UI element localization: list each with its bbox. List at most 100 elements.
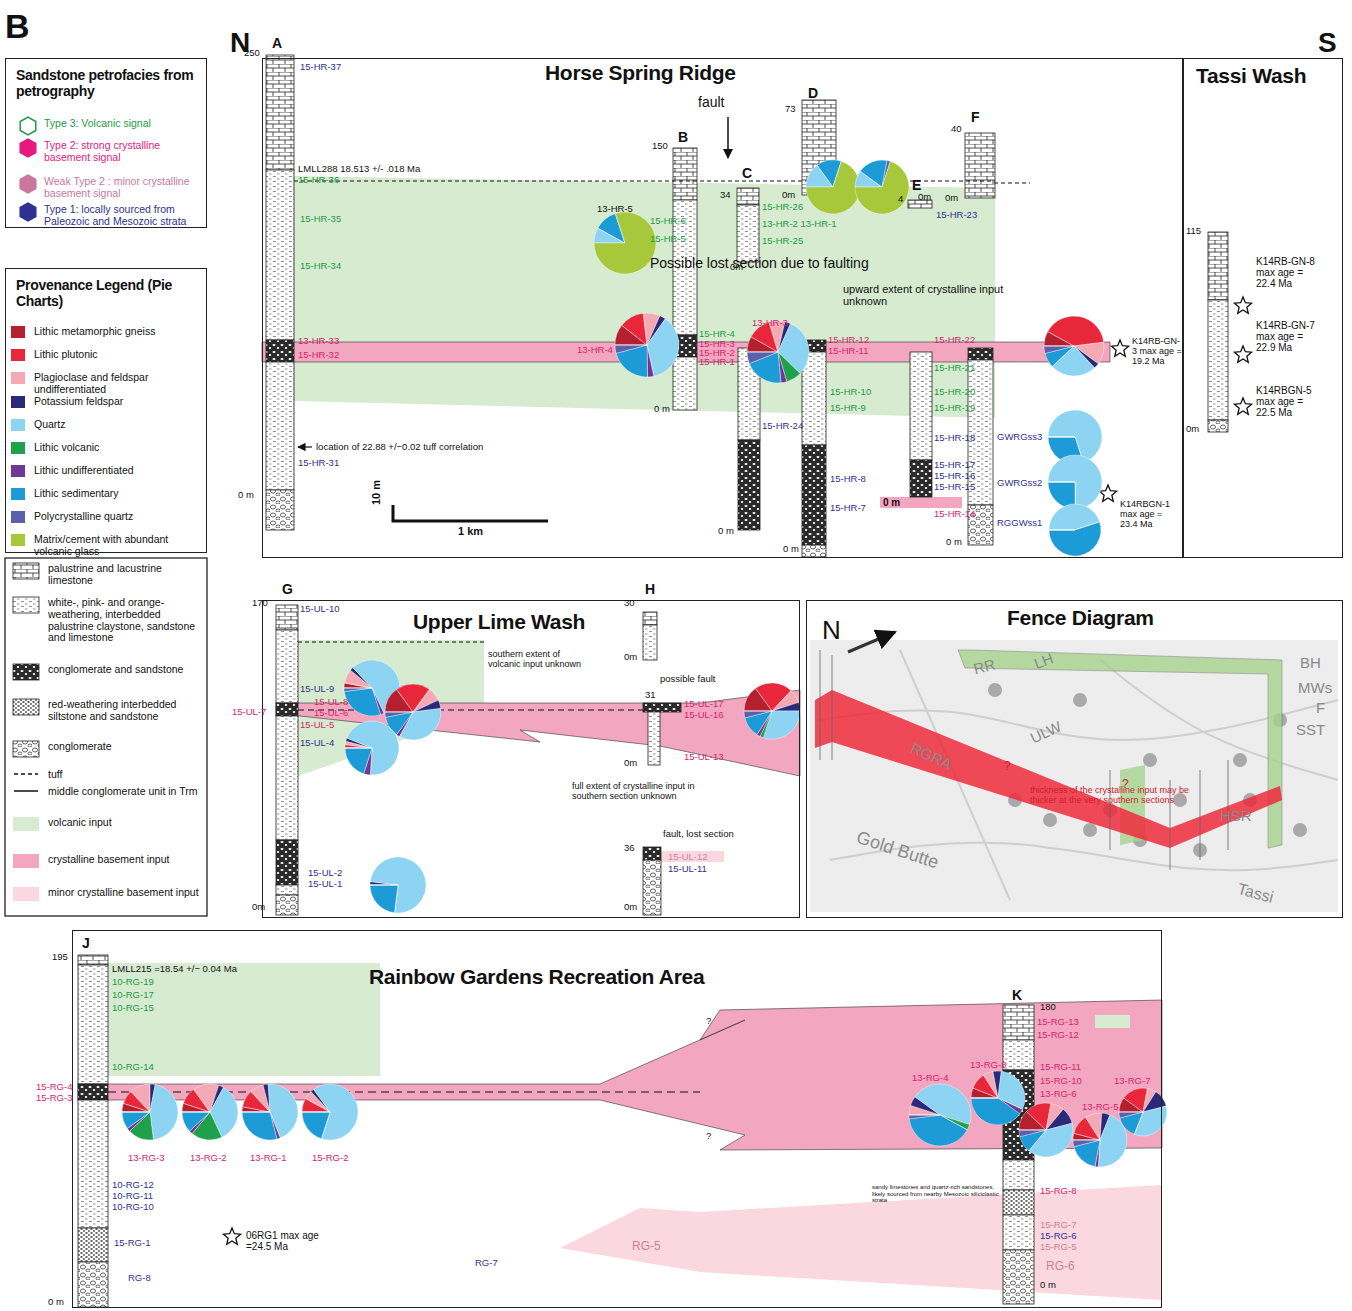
- label: 15-HR-25: [762, 236, 803, 246]
- strat-column: [276, 885, 298, 895]
- pie-slice: [1048, 437, 1075, 438]
- label: LMLL215 =18.54 +/− 0.04 Ma: [112, 964, 237, 974]
- strat-column: [78, 1228, 108, 1262]
- pie-slice: [1074, 1140, 1100, 1167]
- strat-column: [643, 625, 657, 660]
- label: 15-UL-17: [684, 699, 724, 709]
- provenance-pie: [370, 857, 426, 913]
- map-site: [1233, 753, 1247, 767]
- legend-swatch: [12, 739, 42, 759]
- pie-slice: [370, 885, 398, 913]
- pie-slice: [1019, 1130, 1046, 1131]
- panel-title: Horse Spring Ridge: [545, 61, 736, 85]
- strat-column: [78, 1262, 108, 1307]
- legend-text: Lithic volcanic: [34, 441, 99, 453]
- strat-column: [802, 445, 826, 545]
- label: K: [1012, 988, 1022, 1003]
- strat-column: [737, 205, 759, 262]
- label: location of 22.88 +/−0.02 tuff correlati…: [316, 442, 483, 452]
- strat-column: [1003, 1040, 1034, 1070]
- label: 15-HR-24: [762, 421, 803, 431]
- fault-arrow: [727, 117, 729, 158]
- legend-entry: crystalline basement input: [48, 854, 202, 866]
- strat-column: [643, 703, 681, 712]
- strat-column: [1003, 1250, 1034, 1304]
- legend-swatch: [10, 486, 40, 506]
- pie-slice: [1045, 346, 1074, 367]
- label: 15-HR-26: [762, 202, 803, 212]
- label: 15-HR-14: [934, 509, 975, 519]
- legend-text: tuff: [48, 768, 62, 780]
- legend-swatch: [10, 509, 40, 529]
- label: 15-HR-10: [830, 387, 871, 397]
- strat-column: [1208, 300, 1228, 420]
- strat-column: [802, 545, 826, 557]
- map-site: [1073, 693, 1087, 707]
- facies-band: [78, 1000, 1162, 1150]
- label: 15-HR-7: [830, 503, 866, 513]
- pie-slice: [251, 1085, 270, 1112]
- label: 0m: [945, 193, 958, 203]
- provenance-pie: [744, 683, 800, 739]
- label: 15-HR-22: [934, 335, 975, 345]
- label: C: [742, 166, 752, 181]
- pie-slice: [344, 688, 372, 689]
- scale-bar: [393, 505, 548, 521]
- legend-swatch: [12, 815, 42, 835]
- label: J: [82, 936, 90, 951]
- provenance-pie: [122, 1084, 178, 1140]
- strat-column: [1003, 1190, 1034, 1215]
- label: 15-HR-23: [936, 210, 977, 220]
- provenance-pie: [1048, 455, 1102, 509]
- legend-swatch: [10, 417, 40, 437]
- pie-slice: [122, 1112, 150, 1128]
- pie-slice: [242, 1112, 270, 1113]
- facies-band: [660, 851, 724, 862]
- facies-band: [108, 963, 380, 1076]
- legend-swatch: [10, 463, 40, 483]
- label: 0m: [918, 192, 931, 202]
- legend-swatch: [12, 852, 42, 872]
- pie-slice: [622, 313, 647, 345]
- label: fault: [698, 95, 724, 110]
- pie-slice: [1049, 530, 1075, 531]
- legend-entry: conglomerate: [48, 741, 202, 753]
- strat-column: [968, 348, 993, 360]
- label: 15-HR-31: [298, 458, 339, 468]
- strat-column: [78, 1100, 108, 1228]
- strat-column: [78, 955, 108, 965]
- legend-swatch: [12, 784, 42, 804]
- north-arrow: [848, 632, 895, 652]
- label: A: [272, 36, 282, 51]
- strat-column: [276, 840, 298, 885]
- pie-slice: [1119, 1112, 1143, 1118]
- fence-panel: [1110, 770, 1111, 850]
- legend-text: Plagioclase and feldspar undifferentiate…: [34, 371, 148, 395]
- legend-swatch: [12, 885, 42, 905]
- label: 13-RG-2: [190, 1153, 226, 1163]
- detrital-zircon-star: [1234, 398, 1251, 414]
- pie-slice: [345, 748, 372, 749]
- label: 15-UL-11: [668, 864, 707, 874]
- label: 15-UL-2: [308, 868, 342, 878]
- facies-band: [880, 497, 962, 508]
- legend-text: palustrine and lacustrine limestone: [48, 562, 162, 586]
- pie-slice: [385, 712, 413, 713]
- legend-text: Lithic sedimentary: [34, 487, 119, 499]
- pie-slice: [122, 1112, 150, 1113]
- map-site: [1043, 813, 1057, 827]
- label: RG-7: [475, 1258, 498, 1268]
- label: F: [971, 110, 980, 125]
- label: thickness of the crystalline input may b…: [1030, 786, 1215, 806]
- provenance-pie: [615, 313, 679, 377]
- pie-slice: [182, 1112, 210, 1113]
- facies-band: [1034, 1015, 1095, 1028]
- legend-text: conglomerate and sandstone: [48, 663, 183, 675]
- legend-text: Type 3: Volcanic signal: [44, 117, 151, 129]
- label: RG-8: [128, 1273, 151, 1283]
- label: 15-UL-6: [314, 708, 348, 718]
- provenance-pie: [855, 160, 909, 214]
- pie-slice: [1048, 482, 1075, 483]
- label: 15-UL-5: [300, 720, 334, 730]
- pie-slice: [745, 711, 772, 735]
